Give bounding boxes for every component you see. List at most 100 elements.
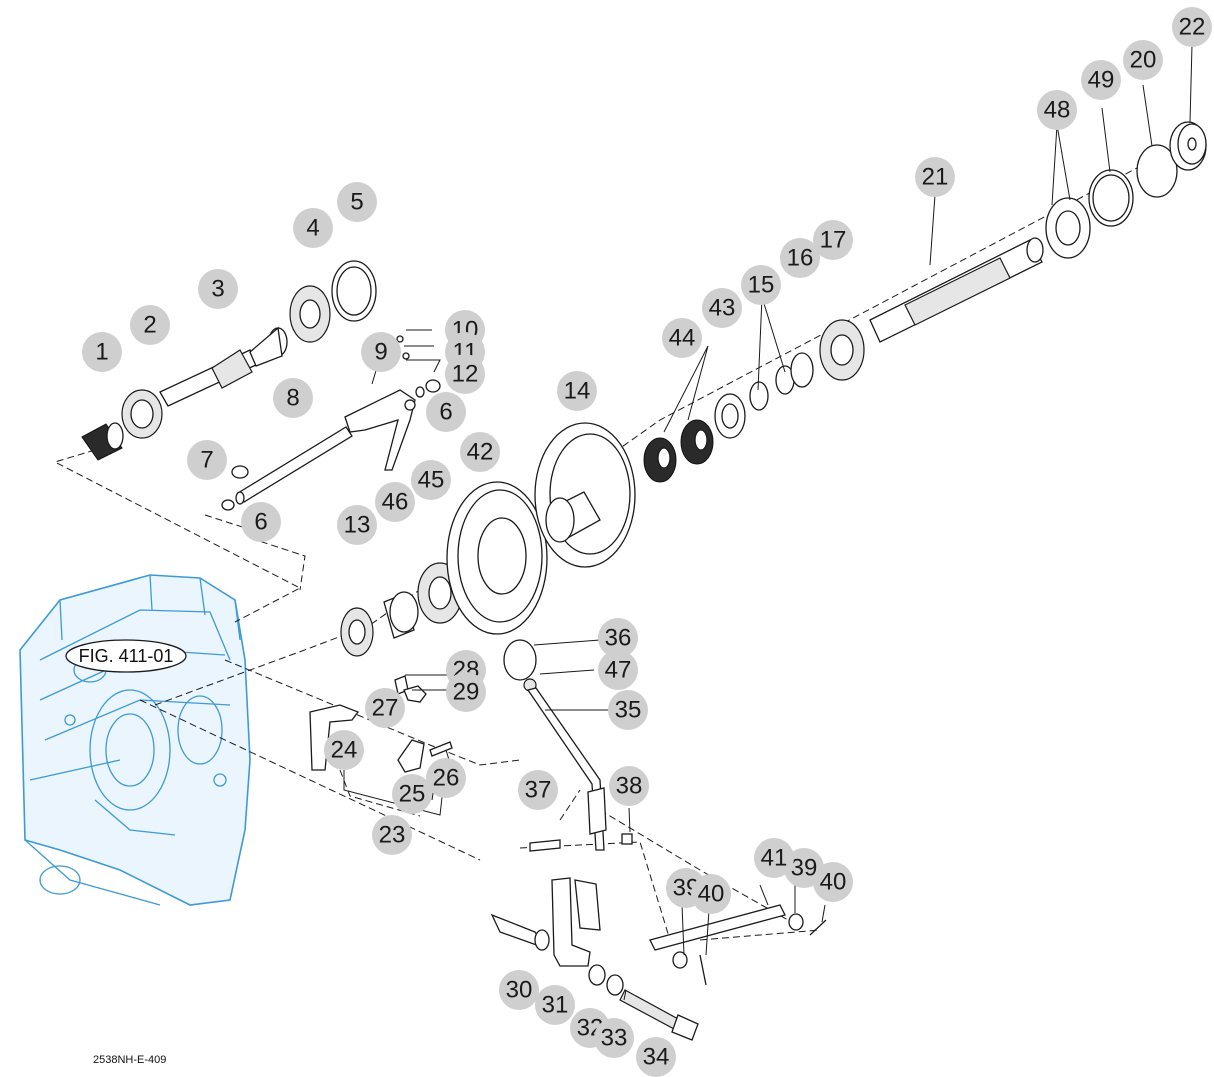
part-10-11-12-screw-set — [396, 335, 441, 398]
part-22-cap — [1169, 121, 1207, 171]
part-6-clip-lower — [221, 499, 235, 511]
callout-4: 4 — [293, 208, 333, 248]
figure-reference-label: FIG. 411-01 — [79, 646, 174, 666]
svg-text:3: 3 — [211, 276, 224, 303]
svg-text:8: 8 — [286, 385, 299, 412]
callout-23: 23 — [372, 815, 412, 855]
callout-46: 46 — [375, 482, 415, 522]
part-36-knob — [503, 639, 537, 681]
part-34-bolt — [619, 989, 699, 1041]
svg-text:4: 4 — [306, 215, 319, 242]
part-1-sleeve — [81, 422, 124, 461]
callout-9: 9 — [361, 332, 401, 372]
callout-1: 1 — [82, 332, 122, 372]
part-8-shift-rod — [235, 426, 353, 505]
svg-text:34: 34 — [643, 1044, 670, 1071]
svg-text:39: 39 — [791, 855, 818, 882]
callout-22: 22 — [1172, 7, 1212, 47]
callout-34: 34 — [636, 1037, 676, 1077]
callout-15: 15 — [741, 265, 781, 305]
callout-40-left: 40 — [691, 874, 731, 914]
part-14-gear — [534, 422, 636, 568]
part-28-29-bolt — [403, 685, 427, 703]
part-32-33-washers — [588, 964, 624, 996]
callout-36: 36 — [598, 618, 638, 658]
part-39-washers — [672, 913, 804, 969]
part-37-bolt — [529, 839, 561, 852]
svg-text:29: 29 — [453, 679, 480, 706]
part-7-plug — [231, 465, 249, 479]
figure-reference: FIG. 411-01 — [65, 639, 187, 673]
svg-text:15: 15 — [748, 272, 775, 299]
svg-text:45: 45 — [418, 467, 445, 494]
callout-26: 26 — [426, 758, 466, 798]
svg-text:40: 40 — [698, 881, 725, 908]
svg-text:38: 38 — [616, 773, 643, 800]
callout-3: 3 — [198, 269, 238, 309]
callout-6-lower: 6 — [241, 502, 281, 542]
svg-text:25: 25 — [399, 781, 426, 808]
part-49-washer — [1088, 169, 1134, 227]
svg-text:33: 33 — [601, 1025, 628, 1052]
callout-8: 8 — [273, 378, 313, 418]
svg-text:12: 12 — [452, 361, 479, 388]
svg-text:46: 46 — [382, 489, 409, 516]
svg-text:17: 17 — [820, 227, 847, 254]
part-25-26-link — [397, 739, 453, 773]
svg-text:14: 14 — [564, 378, 591, 405]
part-21-output-shaft — [869, 237, 1044, 343]
callout-5: 5 — [337, 182, 377, 222]
svg-text:7: 7 — [200, 447, 213, 474]
part-15-snap-rings — [749, 365, 795, 411]
svg-text:6: 6 — [439, 399, 452, 426]
svg-text:24: 24 — [331, 737, 358, 764]
callout-24: 24 — [324, 730, 364, 770]
part-40-pins — [699, 919, 827, 986]
part-46-spacer — [383, 591, 419, 639]
callout-38: 38 — [609, 766, 649, 806]
part-16-ring — [790, 352, 814, 388]
part-13-bearing — [340, 607, 374, 657]
svg-text:43: 43 — [709, 295, 736, 322]
callout-37: 37 — [518, 770, 558, 810]
part-17-bearing — [819, 319, 865, 381]
svg-text:9: 9 — [374, 339, 387, 366]
svg-text:27: 27 — [372, 695, 399, 722]
callout-29: 29 — [446, 672, 486, 712]
callout-45: 45 — [411, 460, 451, 500]
callout-42: 42 — [460, 432, 500, 472]
part-9-shift-fork — [344, 389, 416, 471]
callout-44: 44 — [662, 318, 702, 358]
svg-text:35: 35 — [615, 697, 642, 724]
callout-6-upper: 6 — [426, 392, 466, 432]
callout-49: 49 — [1081, 60, 1121, 100]
callout-25: 25 — [392, 774, 432, 814]
callout-13: 13 — [337, 505, 377, 545]
part-35-shift-lever — [526, 687, 607, 851]
transmission-housing — [19, 574, 251, 906]
part-48-seal — [1045, 197, 1091, 259]
svg-text:20: 20 — [1130, 47, 1157, 74]
callout-33: 33 — [594, 1018, 634, 1058]
part-43-washer — [714, 393, 746, 439]
svg-text:31: 31 — [542, 992, 569, 1019]
svg-text:6: 6 — [254, 509, 267, 536]
svg-text:13: 13 — [344, 512, 371, 539]
callout-30: 30 — [499, 970, 539, 1010]
callout-48: 48 — [1037, 90, 1077, 130]
svg-text:36: 36 — [605, 625, 632, 652]
callout-47: 47 — [598, 650, 638, 690]
callout-14: 14 — [557, 371, 597, 411]
part-30-bushing — [490, 913, 550, 951]
svg-text:41: 41 — [761, 845, 788, 872]
svg-text:47: 47 — [605, 657, 632, 684]
part-5-bearing-cup — [331, 260, 377, 322]
svg-text:16: 16 — [787, 245, 814, 272]
svg-text:42: 42 — [467, 439, 494, 466]
part-2-bearing — [121, 389, 163, 439]
callout-41: 41 — [754, 838, 794, 878]
svg-text:23: 23 — [379, 822, 406, 849]
svg-text:21: 21 — [922, 164, 949, 191]
